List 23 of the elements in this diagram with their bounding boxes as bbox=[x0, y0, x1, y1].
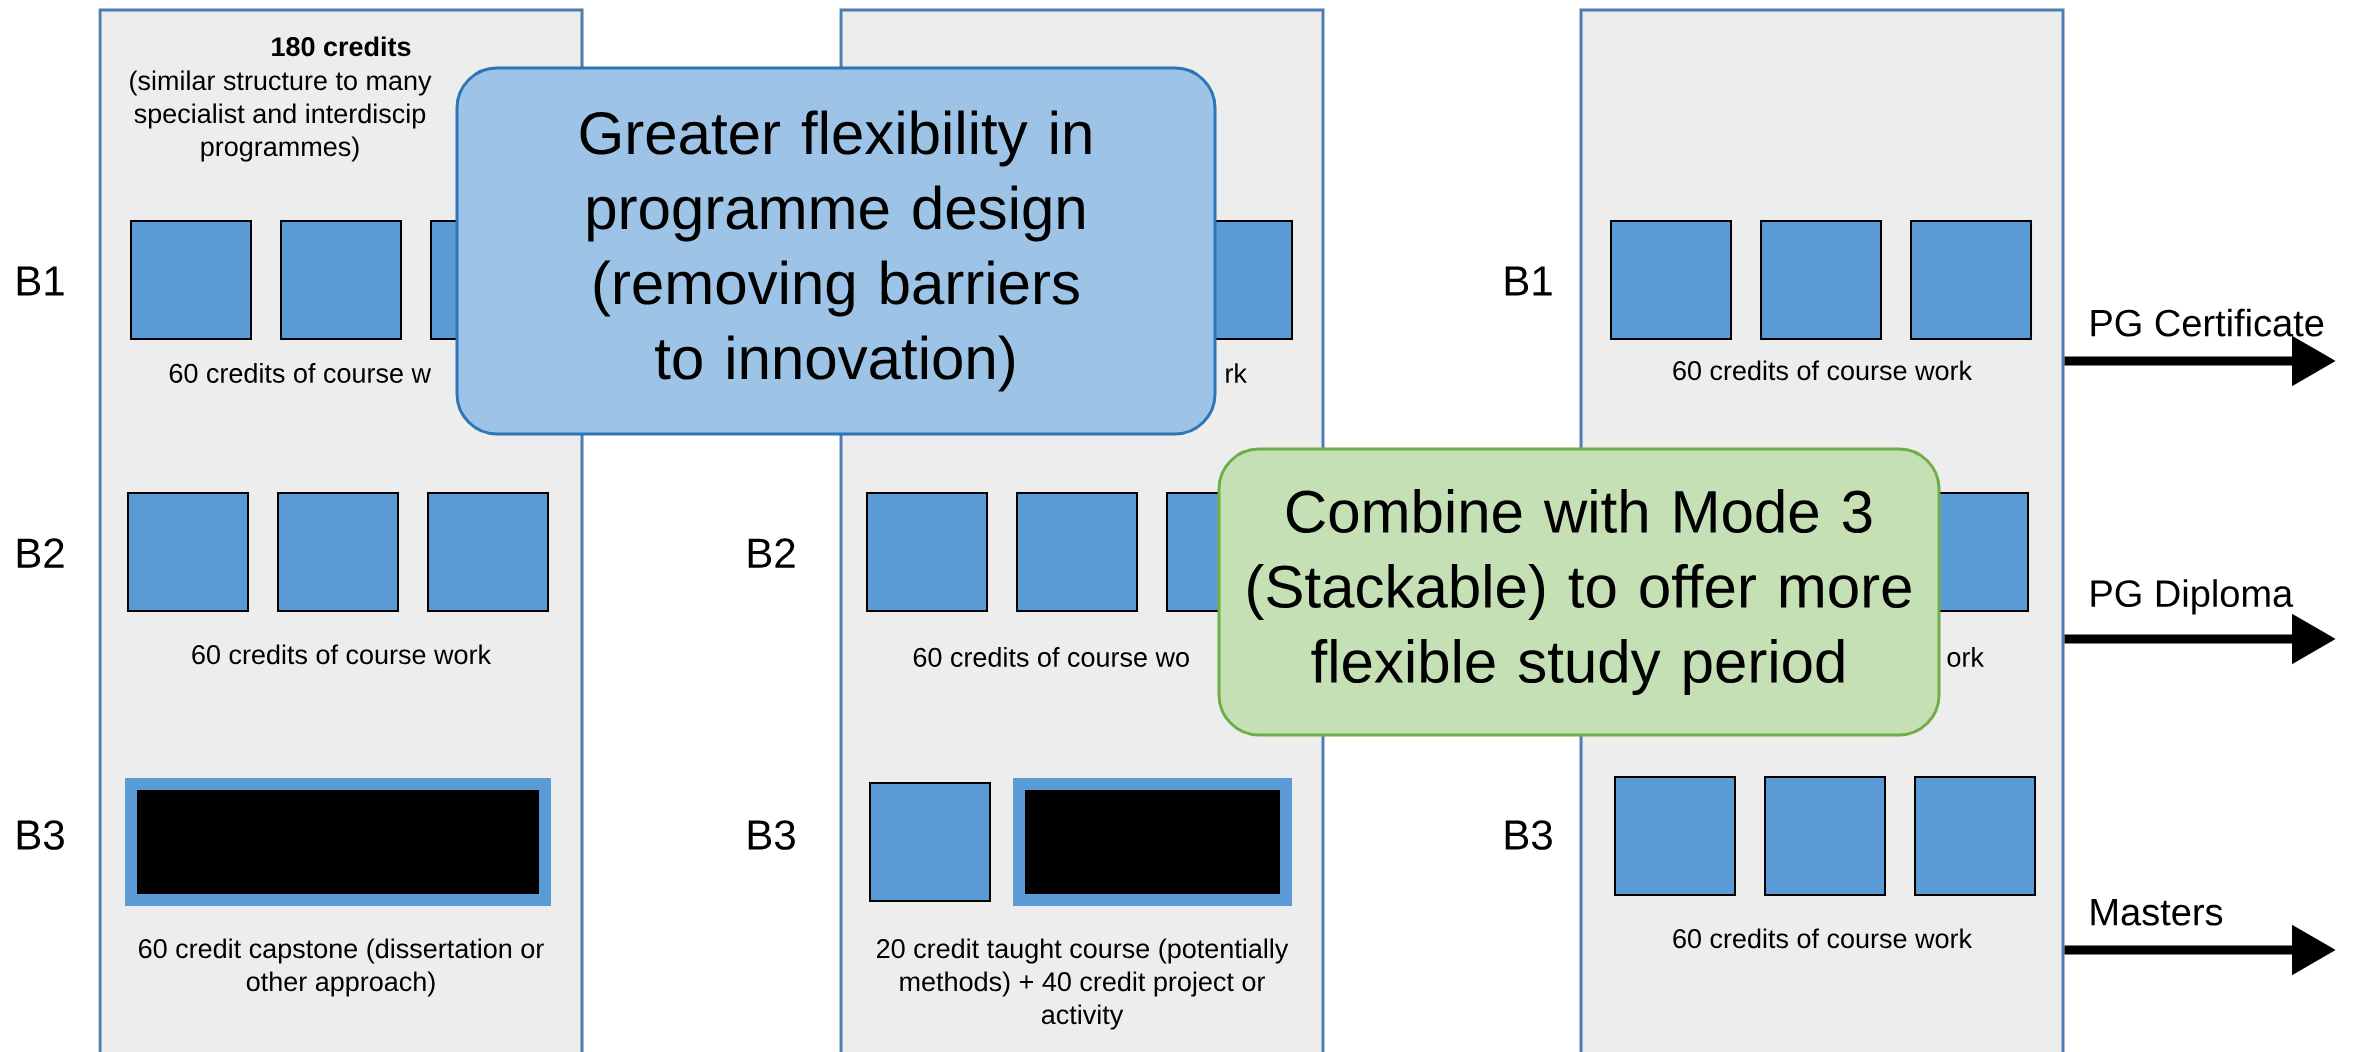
row-caption: 20 credit taught course (potentially methods) + 40 credit project or activity bbox=[877, 938, 1289, 1030]
row-label: B1 bbox=[1505, 266, 1552, 296]
callout-box: Combine with Mode 3 (Stackable) to offer more flexible study period bbox=[1217, 447, 1941, 737]
row-label: B1 bbox=[17, 266, 64, 296]
row-label: B2 bbox=[748, 538, 795, 568]
row-caption: 60 credits of course work bbox=[1673, 928, 1973, 949]
row-caption: 60 credits of course wo bbox=[913, 647, 1189, 667]
row-label: B3 bbox=[748, 820, 795, 850]
row-caption: ork bbox=[1947, 647, 1984, 667]
row-caption: 60 credits of course w bbox=[169, 363, 432, 383]
row-caption: 60 credits of course work bbox=[1673, 360, 1973, 381]
edge-label: Masters bbox=[2091, 899, 2223, 926]
structure-note: (similar structure to many specialist and interdiscip programmes) bbox=[130, 70, 432, 162]
callout-box: Greater flexibility in programme design (removing barriers to innovation) bbox=[455, 66, 1217, 436]
row-caption: rk bbox=[1226, 363, 1247, 383]
row-label: B3 bbox=[17, 820, 64, 850]
row-caption: 60 credit capstone (dissertation or other approach) bbox=[139, 938, 544, 997]
edge-label: PG Diploma bbox=[2091, 579, 2294, 615]
row-caption: 60 credits of course work bbox=[192, 644, 492, 665]
row-label: B2 bbox=[17, 538, 64, 568]
edge-label: PG Certificate bbox=[2091, 308, 2324, 337]
row-label: B3 bbox=[1505, 820, 1552, 850]
credit-heading: 180 credits bbox=[272, 36, 411, 57]
